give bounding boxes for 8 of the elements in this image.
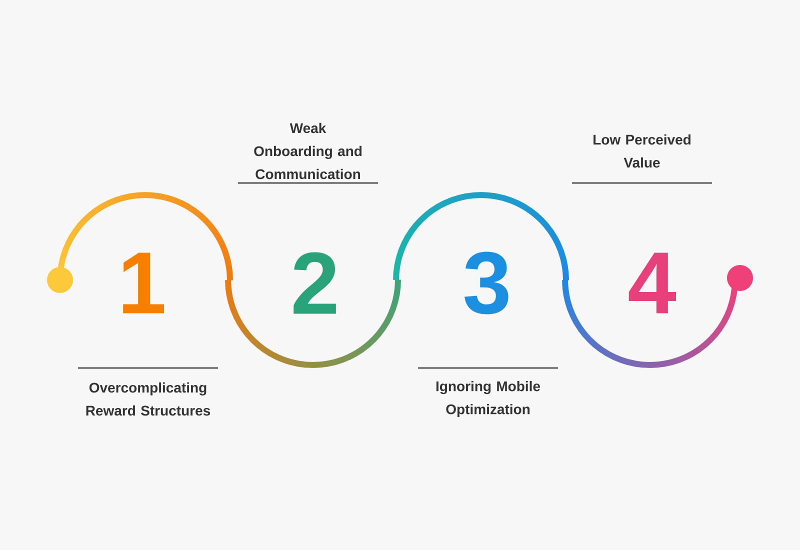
step-number: 3 xyxy=(464,252,508,314)
step-caption: Weak Onboarding and Communication xyxy=(254,122,362,180)
step-number: 4 xyxy=(628,252,676,314)
step-caption: Low Perceived Value xyxy=(594,134,690,168)
step-caption: Ignoring Mobile Optimization xyxy=(436,380,540,418)
step-number: 2 xyxy=(294,252,336,314)
step-caption: Overcomplicating Reward Structures xyxy=(86,382,210,416)
step-number: 1 xyxy=(123,252,164,314)
